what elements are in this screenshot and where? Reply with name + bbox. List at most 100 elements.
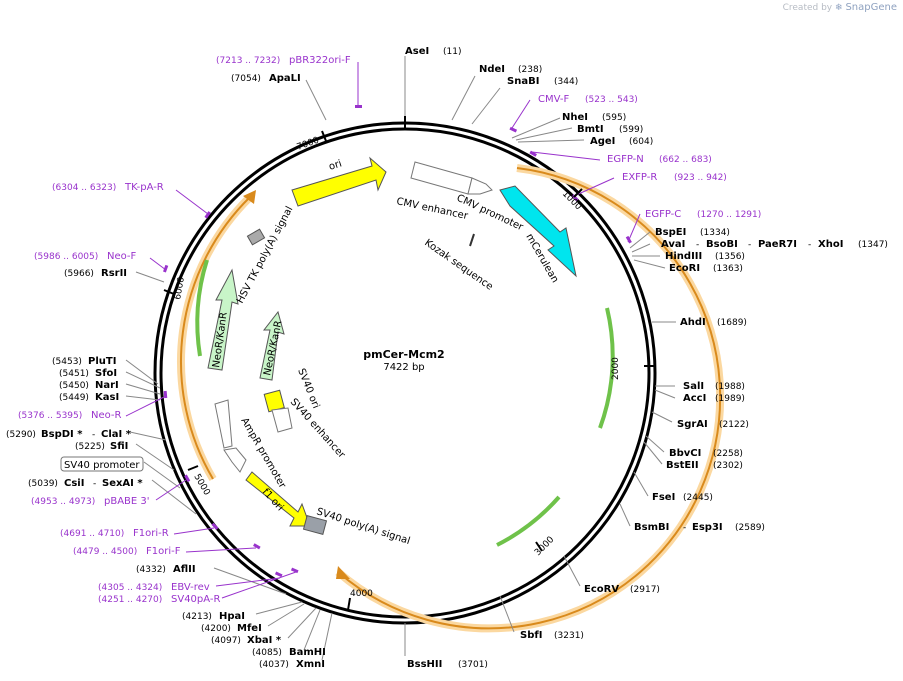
primer-range: (523 .. 543): [585, 95, 638, 105]
enzyme-label: AvaI: [661, 239, 685, 250]
enzyme-pos: (4213): [182, 612, 212, 622]
primer-range: (923 .. 942): [674, 173, 727, 183]
enzyme-label: BspEI: [655, 227, 686, 238]
plasmid-length: 7422 bp: [383, 362, 424, 373]
enzyme-pos: (2302): [713, 461, 743, 471]
enzyme-pos: (595): [602, 113, 626, 123]
enzyme-pos: (5225): [75, 442, 105, 452]
feature-cmv-enhancer: [410, 161, 473, 195]
enzyme-pos: (344): [554, 77, 578, 87]
enzyme-pos: (2589): [735, 523, 765, 533]
credit-prefix: Created by: [782, 3, 833, 13]
primer-label: EGFP-C: [645, 209, 681, 220]
primer-label: EBV-rev: [171, 582, 210, 593]
enzyme-pos: (5450): [59, 381, 89, 391]
enzyme-pos: (7054): [231, 74, 261, 84]
primer-label: Neo-F: [107, 251, 137, 262]
tick-label-4000: 4000: [350, 589, 373, 599]
enzyme-pos: (238): [518, 65, 542, 75]
feature-label: ori: [328, 158, 344, 172]
orf-arrowhead: [336, 566, 350, 579]
enzyme-label: KasI: [95, 392, 119, 403]
enzyme-pos: (1334): [700, 228, 730, 238]
enzyme-sep: -: [92, 430, 95, 440]
enzyme-pos: (11): [443, 47, 461, 57]
feature-mcerulean-arrow: [499, 185, 577, 278]
tick-label-3000: 3000: [533, 535, 556, 558]
primer-range: (5376 .. 5395): [18, 411, 82, 421]
enzyme-pos: (4332): [136, 565, 166, 575]
orf-arrowhead-neo: [243, 190, 256, 204]
enzyme-pos: (2122): [719, 420, 749, 430]
hsv-tk-polya-box: [246, 228, 266, 246]
feature-label: SV40 poly(A) signal: [315, 506, 411, 547]
enzyme-pos: (5966): [64, 269, 94, 279]
enzyme-label: SfiI: [110, 441, 128, 452]
enzyme-pos: (5451): [59, 369, 89, 379]
enzyme-sep: -: [696, 240, 699, 250]
enzyme-label: BsmBI: [634, 522, 669, 533]
enzyme-pos: (4200): [201, 624, 231, 634]
enzyme-label: SexAI *: [102, 478, 143, 489]
primer-range: (662 .. 683): [659, 155, 712, 165]
enzyme-pos: (1989): [715, 394, 745, 404]
enzyme-label: PaeR7I: [758, 239, 797, 250]
primer-label: pBR322ori-F: [289, 55, 351, 66]
enzyme-label: XhoI: [818, 239, 843, 250]
enzyme-label: BamHI: [289, 647, 326, 658]
enzyme-label: SalI: [683, 381, 704, 392]
primer-label: CMV-F: [538, 94, 569, 105]
enzyme-pos: (5039): [28, 479, 58, 489]
enzyme-pos: (1363): [713, 264, 743, 274]
primer-label: F1ori-R: [133, 528, 169, 539]
orf-arc-neo-line: [179, 196, 251, 480]
enzyme-label: HpaI: [219, 611, 245, 622]
enzyme-sep: -: [93, 479, 96, 489]
enzyme-pos: (604): [629, 137, 653, 147]
enzyme-pos: (5449): [59, 393, 89, 403]
tick-label-2000: 2000: [611, 357, 621, 380]
enzyme-label: BstEII: [666, 460, 699, 471]
scale-ticks: [163, 130, 655, 611]
enzyme-pos: (2445): [683, 493, 713, 503]
enzyme-label: MfeI: [237, 623, 262, 634]
enzyme-label: BsoBI: [706, 239, 738, 250]
enzyme-label: SbfI: [520, 630, 542, 641]
primer-label: EGFP-N: [607, 154, 644, 165]
feature-sv40-enhancer: [271, 407, 293, 433]
enzyme-pos: (4085): [252, 648, 282, 658]
primer-label: pBABE 3': [104, 496, 150, 507]
feature-ampr-arrow: [223, 447, 247, 473]
enzyme-label: BbvCI: [669, 448, 701, 459]
enzyme-label: AccI: [683, 393, 706, 404]
orf-arc-mcm2-line: [337, 167, 722, 630]
feature-label: SV40 promoter: [64, 460, 140, 471]
enzyme-label: Esp3I: [692, 522, 723, 533]
enzyme-sep: -: [683, 523, 686, 533]
enzyme-pos: (2917): [630, 585, 660, 595]
enzyme-label: ClaI *: [101, 429, 132, 440]
green-arc-1: [598, 307, 615, 429]
enzyme-leaders: [125, 56, 676, 661]
kozak-marker: [469, 233, 475, 247]
snapgene-logo-icon: ❄: [835, 3, 843, 13]
enzyme-label: AgeI: [590, 136, 615, 147]
feature-label: NeoR/KanR: [211, 312, 230, 369]
enzyme-label: SgrAI: [677, 419, 708, 430]
primer-range: (4251 .. 4270): [98, 595, 162, 605]
enzyme-pos: (2258): [713, 449, 743, 459]
enzyme-label: SnaBI: [507, 76, 539, 87]
primer-leaders: [125, 62, 641, 599]
enzyme-pos: (1347): [858, 240, 888, 250]
enzyme-label: FseI: [652, 492, 675, 503]
enzyme-pos: (1356): [715, 252, 745, 262]
enzyme-pos: (1689): [717, 318, 747, 328]
sv40-promoter-box: [60, 456, 144, 472]
feature-ori-arrow: [291, 156, 387, 207]
enzyme-label: HindIII: [665, 251, 702, 262]
primer-range: (1270 .. 1291): [697, 210, 761, 220]
feature-f1-ori-arrow: [245, 471, 311, 527]
feature-neo-arrow-1: [207, 268, 239, 371]
tick-label-6000: 6000: [173, 276, 187, 301]
